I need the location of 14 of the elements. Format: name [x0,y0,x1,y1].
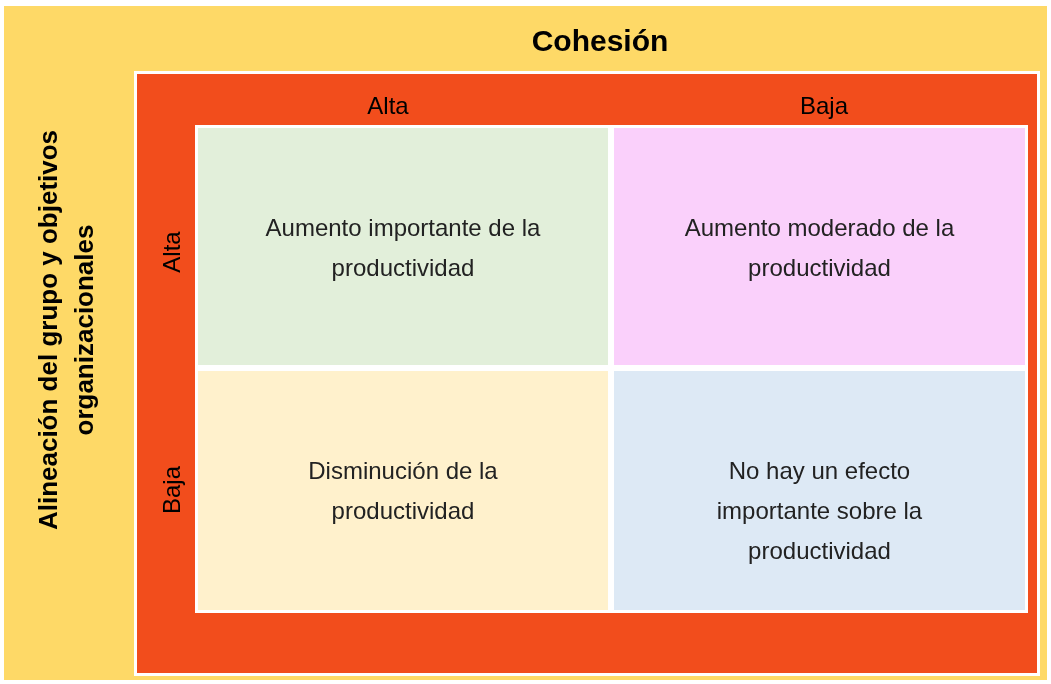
row-header: Alta [157,230,186,275]
quadrant-box [611,368,1028,613]
title: Cohesión [530,23,670,59]
quadrant-text: Aumento importante de la productividad [264,213,542,283]
quadrant-box [195,125,611,368]
column-header: Baja [798,91,849,121]
axis-label: Alineación del grupo y objetivos organizacionales [32,128,100,533]
quadrant-text: Disminución de la productividad [307,456,499,526]
quadrant-text: Aumento moderado de la productividad [683,213,956,283]
quadrant-text: No hay un efecto importante sobre la productividad [715,456,924,566]
column-header: Alta [366,91,410,121]
quadrant-box [195,368,611,613]
row-header: Baja [157,465,186,517]
quadrant-box [611,125,1028,368]
